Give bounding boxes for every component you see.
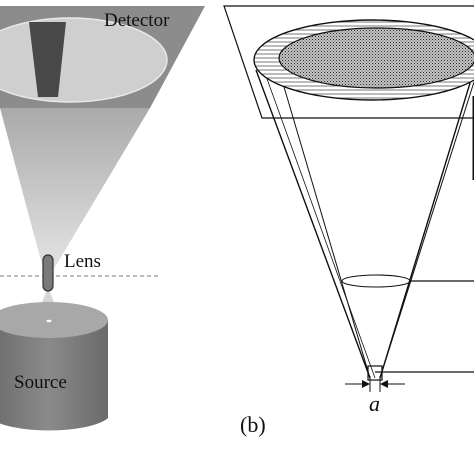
outer-cone bbox=[255, 69, 474, 379]
lens bbox=[42, 254, 54, 292]
source-cylinder bbox=[0, 320, 108, 431]
lens-label: Lens bbox=[64, 251, 101, 272]
source-top bbox=[0, 302, 108, 338]
panel-b-label: (b) bbox=[240, 412, 266, 437]
source-label: Source bbox=[14, 372, 67, 393]
source-aperture bbox=[46, 319, 52, 323]
panel-b bbox=[223, 5, 474, 392]
lens-cross-section bbox=[341, 274, 411, 288]
panel-a: Detector Lens Source bbox=[0, 6, 205, 431]
x-ray-beam bbox=[0, 108, 150, 272]
detector-plane bbox=[223, 5, 474, 119]
inner-cone-left bbox=[265, 75, 376, 379]
arrowhead-right bbox=[380, 380, 388, 388]
arrowhead-left bbox=[362, 380, 370, 388]
aperture-box bbox=[367, 365, 383, 381]
detector-image-disc bbox=[278, 27, 474, 89]
aperture-label: a bbox=[369, 391, 380, 416]
inner-cone bbox=[278, 69, 474, 379]
detector-label: Detector bbox=[104, 10, 170, 31]
detector-image bbox=[29, 22, 66, 97]
